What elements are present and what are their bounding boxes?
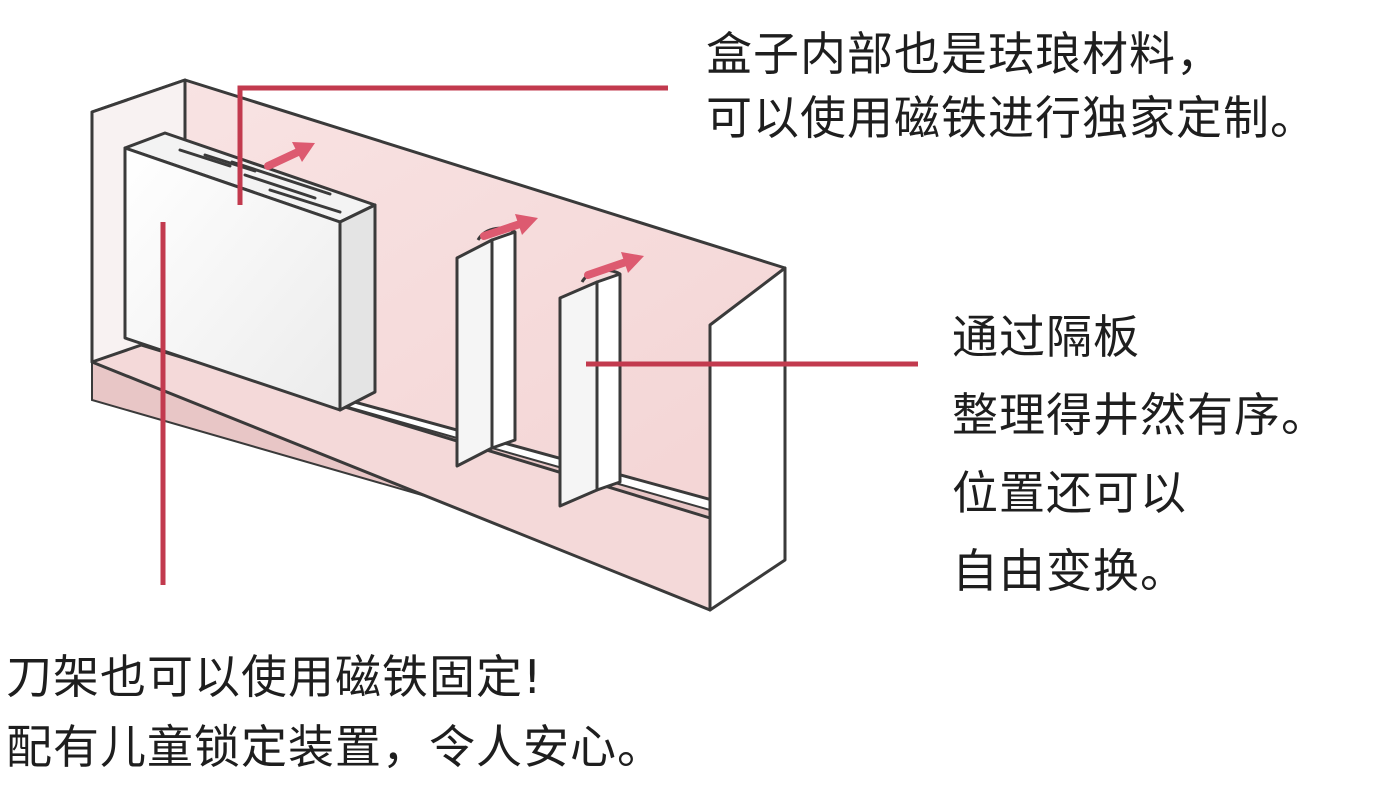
knife-slots xyxy=(178,148,342,214)
annotation-line: 配有儿童锁定装置，令人安心。 xyxy=(6,720,664,774)
annotation-line: 自由变换。 xyxy=(952,544,1187,598)
divider-panel-2 xyxy=(558,268,622,508)
arrow-icon xyxy=(264,142,315,170)
callout-line-top xyxy=(237,85,668,205)
divider-panel-1 xyxy=(455,226,517,468)
arrow-icon xyxy=(480,214,538,240)
annotation-line: 可以使用磁铁进行独家定制。 xyxy=(706,91,1317,145)
annotation-line: 位置还可以 xyxy=(952,466,1187,520)
arrow-icon xyxy=(584,252,644,279)
annotation-line: 盒子内部也是珐琅材料， xyxy=(706,27,1223,81)
knife-block-side xyxy=(338,203,377,412)
annotation-box-interior: 盒子内部也是珐琅材料， 可以使用磁铁进行独家定制。 xyxy=(706,22,1317,150)
annotation-line: 通过隔板 xyxy=(952,310,1140,364)
box-right-end xyxy=(708,266,787,612)
annotation-knife-block: 刀架也可以使用磁铁固定! 配有儿童锁定装置，令人安心。 xyxy=(6,642,664,782)
annotation-line: 整理得井然有序。 xyxy=(952,388,1328,442)
annotation-dividers: 通过隔板 整理得井然有序。 位置还可以 自由变换。 xyxy=(952,298,1328,610)
annotation-line: 刀架也可以使用磁铁固定! xyxy=(6,650,543,704)
